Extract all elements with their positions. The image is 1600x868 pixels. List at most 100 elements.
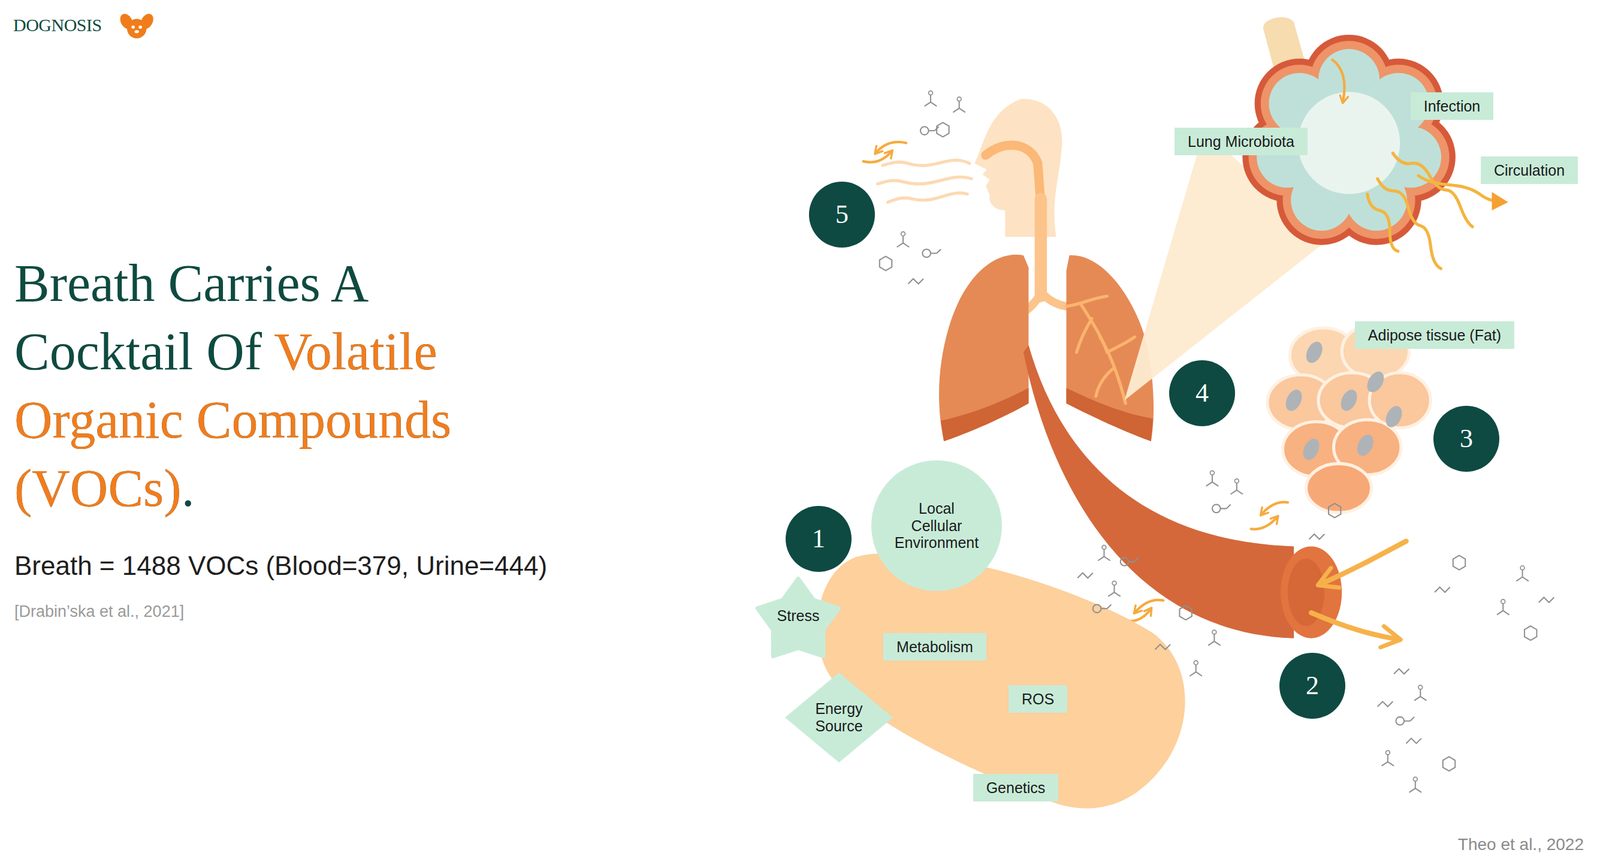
callout-number: 5: [835, 199, 849, 231]
cell-body: [817, 553, 1186, 809]
voc-molecules: [922, 249, 941, 258]
voc-molecules: [1155, 644, 1171, 650]
page-title: Breath Carries A Cocktail Of Volatile Or…: [14, 249, 518, 523]
node-label: Stress: [777, 607, 820, 625]
circle-shape: [785, 505, 852, 572]
blood-vessel: [1280, 545, 1342, 638]
bronchi: [1066, 296, 1135, 404]
circle-shape: [1169, 360, 1236, 427]
citation: [Drabin’ska et al., 2021]: [14, 601, 184, 621]
cell-nuclei: [1382, 403, 1405, 430]
node-label: Energy Source: [808, 699, 869, 735]
voc-molecules: [1381, 750, 1394, 766]
node-label: Infection: [1423, 97, 1481, 116]
cell-nuclei: [1354, 432, 1377, 459]
voc-molecules: [879, 91, 1555, 793]
region-label: Circulation: [1480, 156, 1578, 185]
voc-molecules: [1377, 701, 1394, 707]
voc-molecules: [920, 126, 940, 135]
logo-icon: [131, 25, 135, 29]
cell-nuclei: [1302, 339, 1325, 366]
voc-molecules: [1189, 660, 1202, 676]
trachea: [1034, 198, 1047, 297]
voc-molecules: [1414, 684, 1427, 701]
circulation-squiggles: [1367, 153, 1499, 269]
voc-molecules: [1230, 478, 1243, 495]
brand-logo: DOGNOSIS: [13, 14, 102, 36]
voc-molecules: [1208, 629, 1221, 646]
voc-molecules: [1179, 605, 1192, 620]
cell-body: [817, 553, 1186, 809]
summary-stat: Breath = 1488 VOCs (Blood=379, Urine=444…: [14, 550, 548, 582]
head-profile: [974, 98, 1062, 237]
source-credit: Theo et al., 2022: [1457, 834, 1584, 855]
breath-wisps: [882, 160, 970, 166]
voc-molecules: [1093, 604, 1112, 613]
factor-label: ROS: [1008, 684, 1068, 714]
factor-diamond: Energy Source: [785, 672, 893, 763]
node-label: Circulation: [1493, 161, 1565, 180]
circle-shape: [871, 460, 1002, 591]
voc-molecules: [1516, 565, 1529, 582]
callout-number: 2: [1305, 670, 1319, 702]
node-label: Adipose tissue (Fat): [1368, 326, 1502, 344]
voc-molecules: [1328, 503, 1341, 518]
circulation-arrowhead: [1492, 191, 1509, 211]
vessel-arrows: [1311, 541, 1406, 640]
circle-shape: [1279, 652, 1346, 719]
exchange-arrows: [1126, 608, 1152, 621]
exchange-arrows: [863, 151, 893, 163]
node-label: Metabolism: [896, 638, 974, 656]
region-label: Adipose tissue (Fat): [1354, 321, 1515, 350]
voc-molecules: [1212, 504, 1231, 513]
callout-number: 3: [1459, 423, 1473, 455]
breath-wisps: [887, 192, 968, 202]
voc-molecules: [1409, 776, 1422, 793]
voc-molecules: [1434, 587, 1451, 593]
circle-shape: [1433, 405, 1500, 472]
voc-molecules: [1097, 545, 1110, 561]
cell-nuclei: [1299, 436, 1322, 463]
cell-nuclei: [1337, 387, 1360, 414]
voc-molecules: [1120, 557, 1140, 566]
callout-number: 4: [1195, 378, 1209, 409]
voc-molecules: [1538, 597, 1555, 603]
lungs: [940, 387, 1029, 442]
voc-molecules: [1442, 756, 1455, 771]
circulation-squiggles: [1367, 194, 1399, 252]
factor-label: Metabolism: [883, 632, 987, 661]
exchange-arrows: [1261, 502, 1288, 515]
logo-icon: [117, 11, 156, 39]
voc-molecules: [1206, 470, 1219, 486]
callout-number: 4: [1169, 360, 1236, 427]
region-label: Lung Microbiota: [1174, 127, 1308, 156]
circle-shape: [808, 181, 875, 248]
node-label: Local Cellular Environment: [892, 499, 981, 552]
alveolus: [1331, 59, 1345, 103]
bronchi: [1076, 318, 1092, 353]
exchange-arrows: [1251, 516, 1278, 530]
circulation-squiggles: [1392, 153, 1473, 228]
voc-molecules: [936, 122, 949, 137]
breath-wisps: [877, 160, 972, 202]
voc-molecules: [1496, 599, 1509, 615]
factor-star: Stress: [753, 574, 844, 661]
head-profile: [985, 145, 1041, 205]
node-label: Genetics: [986, 779, 1046, 797]
circulation-squiggles: [1377, 178, 1442, 269]
callout-number: 1: [785, 505, 852, 572]
voc-molecules: [924, 91, 937, 107]
lungs: [939, 254, 1029, 442]
voc-molecules: [1395, 716, 1415, 726]
node-label: ROS: [1021, 690, 1055, 708]
head-profile: [974, 98, 1062, 237]
voc-molecules: [907, 278, 924, 285]
bronchi: [1066, 296, 1107, 307]
breath-wisps: [877, 176, 972, 184]
alveolus: [1297, 91, 1400, 194]
voc-molecules: [1077, 572, 1094, 579]
voc-molecules: [897, 231, 910, 248]
vessel-arrows: [1311, 612, 1399, 639]
region-label: Infection: [1410, 92, 1494, 121]
trachea: [1042, 294, 1067, 307]
